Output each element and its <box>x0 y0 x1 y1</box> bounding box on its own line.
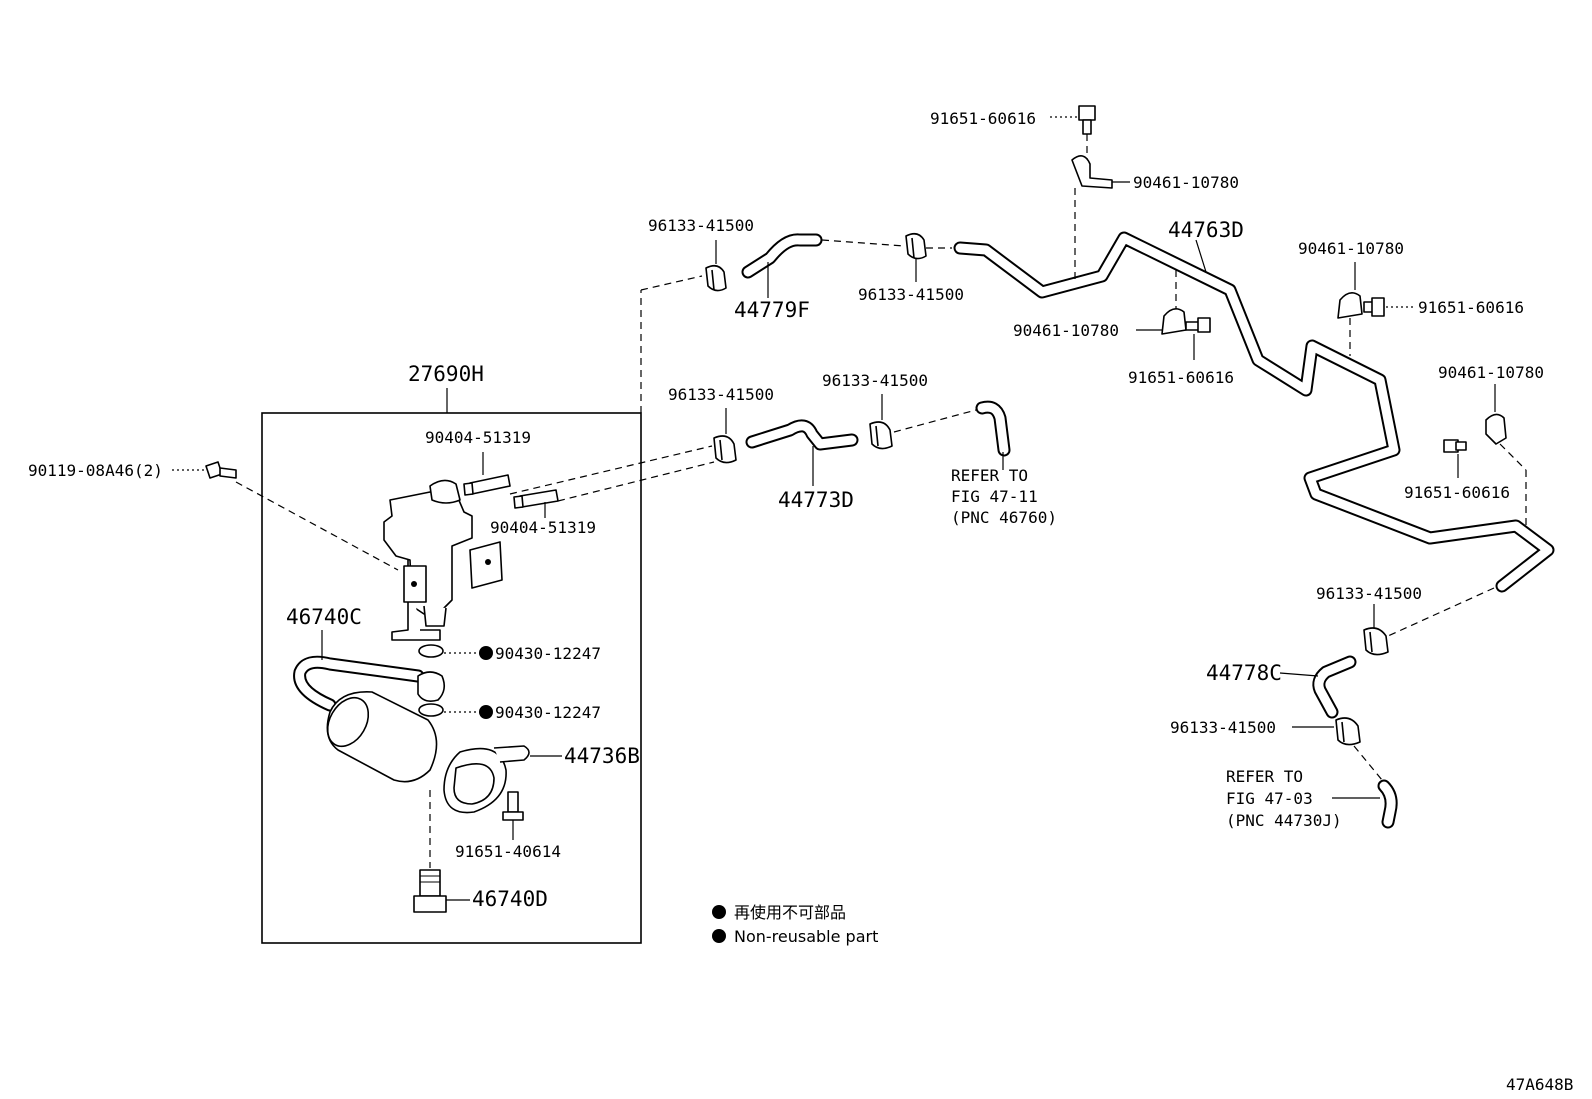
legend: 再使用不可部品 Non-reusable part <box>712 903 878 946</box>
pipe-44763D <box>953 231 1555 593</box>
gasket-90430-12247-a <box>418 644 444 658</box>
nonreusable-mark-a <box>479 646 493 660</box>
label-91651-60616-mid: 91651-60616 <box>1128 368 1234 387</box>
label-46740C: 46740C <box>286 605 362 629</box>
bolt-91651-40614 <box>502 791 524 821</box>
label-44736B: 44736B <box>564 744 640 768</box>
label-96133-41500-c: 96133-41500 <box>668 385 774 404</box>
clip-96133-41500-a <box>705 264 727 292</box>
label-90461-10780-mid: 90461-10780 <box>1013 321 1119 340</box>
ref1-line2: FIG 47-11 <box>951 487 1038 506</box>
dash-bolt-to-valve <box>235 481 399 571</box>
label-96133-41500-e: 96133-41500 <box>1316 584 1422 603</box>
dash-pipe-end-to-clip-e <box>1387 587 1495 637</box>
ref1-line1: REFER TO <box>951 466 1028 485</box>
label-90430-12247-a: 90430-12247 <box>495 644 601 663</box>
legend-mark-en <box>712 929 726 943</box>
assembly-box-27690H <box>261 412 642 944</box>
legend-english: Non-reusable part <box>734 927 878 946</box>
clip-96133-41500-d <box>869 421 893 450</box>
ref2-line3: (PNC 44730J) <box>1226 811 1342 830</box>
hose-44773D <box>745 419 859 451</box>
bolt-91651-60616-top <box>1078 105 1096 135</box>
hose-ref-44730J <box>1377 779 1398 829</box>
bolt-90119-08A46 <box>205 461 237 479</box>
label-90404-51319-a: 90404-51319 <box>425 428 531 447</box>
ref1-line3: (PNC 46760) <box>951 508 1057 527</box>
clip-96133-41500-f <box>1335 717 1361 746</box>
hose-44778C <box>1312 655 1357 719</box>
label-44778C: 44778C <box>1206 661 1282 685</box>
label-96133-41500-b: 96133-41500 <box>858 285 964 304</box>
label-90461-10780-right: 90461-10780 <box>1298 239 1404 258</box>
label-90119-08A46: 90119-08A46(2) <box>28 461 163 480</box>
dash-nipple-b-to-clip <box>557 461 715 502</box>
dash-valve-to-clip-c <box>509 445 713 495</box>
hose-ref-46760 <box>975 400 1011 457</box>
vacuum-valve <box>383 479 503 641</box>
leader-44778C <box>1279 672 1319 677</box>
label-27690H: 27690H <box>408 362 484 386</box>
bolt-91651-60616-far <box>1443 439 1467 453</box>
leader-44763D <box>1195 239 1207 273</box>
clamp-44736B <box>443 745 530 814</box>
clip-96133-41500-e <box>1363 627 1389 656</box>
nonreusable-mark-b <box>479 705 493 719</box>
ref2-line1: REFER TO <box>1226 767 1303 786</box>
label-96133-41500-a: 96133-41500 <box>648 216 754 235</box>
clip-96133-41500-b <box>905 232 927 260</box>
label-90404-51319-b: 90404-51319 <box>490 518 596 537</box>
label-46740D: 46740D <box>472 887 548 911</box>
dash-clip-top <box>640 275 703 291</box>
label-96133-41500-f: 96133-41500 <box>1170 718 1276 737</box>
bolt-91651-60616-right <box>1363 297 1385 317</box>
dash-far-clamp-a <box>1499 443 1527 471</box>
nipple-90404-51319-a <box>463 474 511 496</box>
hose-44779F <box>741 233 823 279</box>
figure-id: 47A648B <box>1506 1075 1573 1094</box>
label-90461-10780-top: 90461-10780 <box>1133 173 1239 192</box>
label-44763D: 44763D <box>1168 218 1244 242</box>
label-90430-12247-b: 90430-12247 <box>495 703 601 722</box>
legend-mark-jp <box>712 905 726 919</box>
clip-96133-41500-c <box>713 435 737 464</box>
clamp-90461-10780-top <box>1071 155 1113 189</box>
pipe-46740C <box>293 655 446 783</box>
label-44773D: 44773D <box>778 488 854 512</box>
dash-clip-f-to-ref2 <box>1353 745 1383 781</box>
label-91651-60616-far: 91651-60616 <box>1404 483 1510 502</box>
label-96133-41500-d: 96133-41500 <box>822 371 928 390</box>
nipple-90404-51319-b <box>513 489 559 509</box>
clamp-90461-10780-mid <box>1161 308 1187 335</box>
bolt-91651-60616-mid <box>1185 317 1211 333</box>
clamp-90461-10780-far <box>1485 413 1507 445</box>
label-91651-60616-right: 91651-60616 <box>1418 298 1524 317</box>
label-91651-40614: 91651-40614 <box>455 842 561 861</box>
dash-44779F-to-clip <box>821 239 905 247</box>
gasket-90430-12247-b <box>418 703 444 717</box>
clamp-90461-10780-right <box>1337 292 1363 319</box>
union-bolt-46740D <box>413 869 447 913</box>
dash-to-ref1 <box>893 409 977 433</box>
label-44779F: 44779F <box>734 298 810 322</box>
legend-japanese: 再使用不可部品 <box>734 903 846 922</box>
ref2-line2: FIG 47-03 <box>1226 789 1313 808</box>
label-91651-60616-top: 91651-60616 <box>930 109 1036 128</box>
label-90461-10780-far: 90461-10780 <box>1438 363 1544 382</box>
